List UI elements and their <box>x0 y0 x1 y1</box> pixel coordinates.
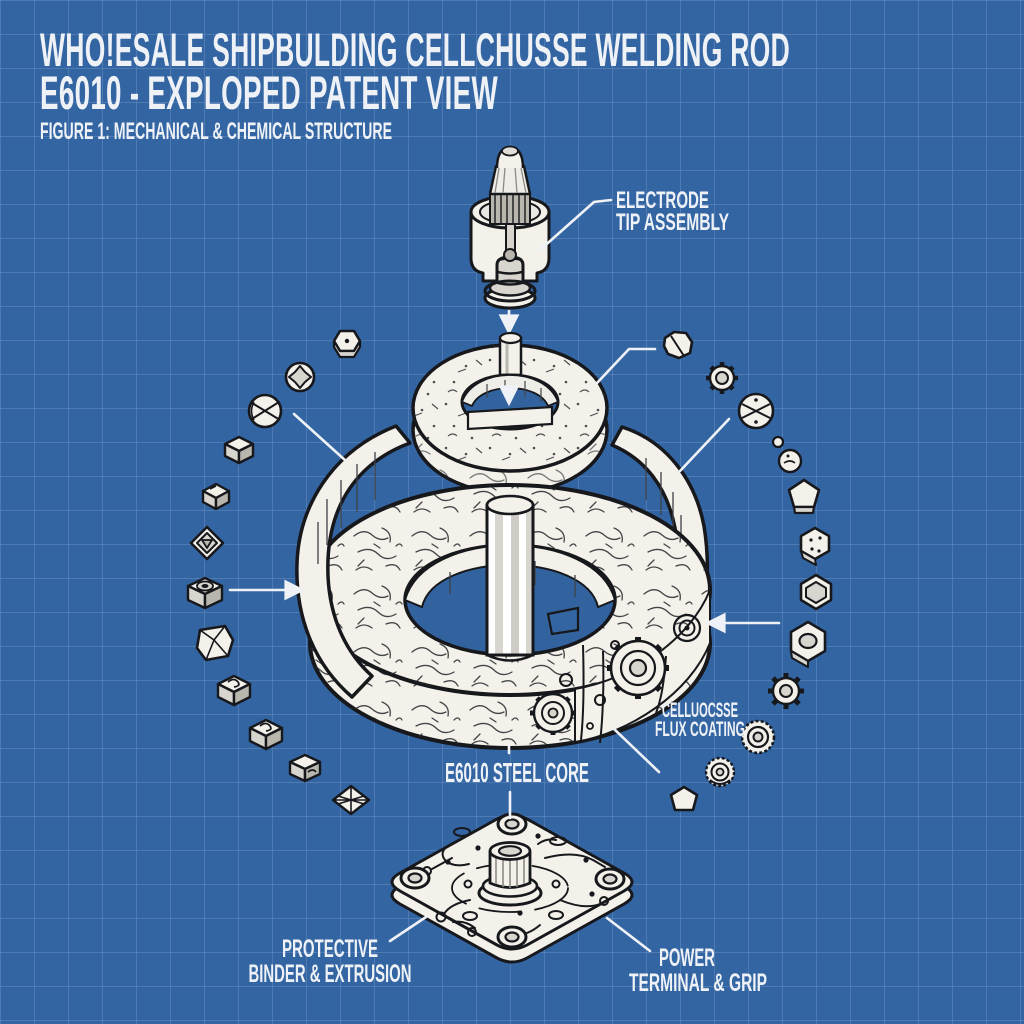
hex-nut-hole-chip <box>789 620 827 668</box>
slashed-disc-chip <box>662 330 694 360</box>
layered-diamond-chip <box>189 525 225 561</box>
gear-chip-bottom <box>768 673 804 709</box>
leader-electrode <box>538 198 613 252</box>
label-flux-line2: FLUX COATING <box>655 718 745 741</box>
core-notch <box>546 606 580 636</box>
leader-left-shell <box>292 412 348 463</box>
pentagon-chip <box>787 478 821 515</box>
figure-subtitle: FIGURE 1: MECHANICAL & CHEMICAL STRUCTUR… <box>40 118 392 145</box>
s-cube-chip-3 <box>288 753 322 783</box>
knurled-cap-chip-1 <box>740 719 776 755</box>
label-power-line1: POWER <box>659 944 715 972</box>
flux-shell-left <box>295 424 412 699</box>
washer-pin <box>498 331 523 377</box>
flux-gear-large <box>607 637 669 699</box>
upper-flux-washer <box>411 331 609 495</box>
leader-lines <box>228 198 781 953</box>
label-electrode-line1: ELECTRODE <box>616 187 709 214</box>
page-title-line2: E6010 - EXPLOPED PATENT VIEW <box>40 66 498 119</box>
pentagon-chip-bottom <box>669 785 699 812</box>
gear-chip-top <box>706 362 738 394</box>
label-power-line2: TERMINAL & GRIP <box>629 969 767 997</box>
flux-gear-small <box>530 691 576 735</box>
cube-chip-2 <box>201 482 231 511</box>
sphere-chip <box>247 393 283 429</box>
small-ball-chip <box>771 435 785 449</box>
cone-tip <box>488 145 532 196</box>
leader-power-label <box>605 916 652 953</box>
cube-washer-chip <box>186 576 224 610</box>
label-flux-line1: CELLUOCSSE <box>662 699 738 722</box>
title-block: WHO!ESALE SHIPBULDING CELLCHUSSE WELDING… <box>40 23 790 145</box>
leader-right-shell <box>678 417 731 473</box>
main-flux-torus <box>308 483 712 750</box>
x-disc-chip <box>737 392 775 430</box>
callout-labels: ELECTRODE TIP ASSEMBLY CELLUOCSSE FLUX C… <box>249 187 768 997</box>
cube-chip-1 <box>223 435 255 465</box>
star-washer-chip <box>284 361 316 393</box>
hex-recess-chip <box>799 573 833 611</box>
s-cube-chip-2 <box>248 718 284 751</box>
s-cube-chip-1 <box>216 674 252 707</box>
label-binder-line2: BINDER & EXTRUSION <box>249 960 412 988</box>
knurled-cap-chip-2 <box>704 756 736 788</box>
scattered-parts-left <box>186 329 371 816</box>
label-electrode-line2: TIP ASSEMBLY <box>616 209 729 236</box>
page-title-line1: WHO!ESALE SHIPBULDING CELLCHUSSE WELDING… <box>40 23 790 76</box>
flux-spiral-detail <box>672 613 702 643</box>
hex-slab-chip <box>799 526 831 566</box>
label-binder-line1: PROTECTIVE <box>282 935 378 963</box>
leader-washer-part <box>595 347 657 385</box>
faceted-lump-chip <box>195 624 235 662</box>
ball-chip <box>777 448 803 474</box>
hex-nut-chip <box>332 329 362 359</box>
ribbed-collar <box>489 191 531 225</box>
electrode-tip-assembly <box>469 145 551 310</box>
label-steel-core: E6010 STEEL CORE <box>445 757 589 788</box>
x-diamond-chip <box>331 784 371 816</box>
power-terminal-plate <box>390 812 634 964</box>
bolt-holes <box>399 812 626 949</box>
leader-flux-label <box>611 726 661 774</box>
scattered-parts-right <box>662 330 833 812</box>
leader-binder-label <box>388 915 428 943</box>
terminal-boss <box>477 841 543 907</box>
steel-core-rod <box>485 494 535 662</box>
